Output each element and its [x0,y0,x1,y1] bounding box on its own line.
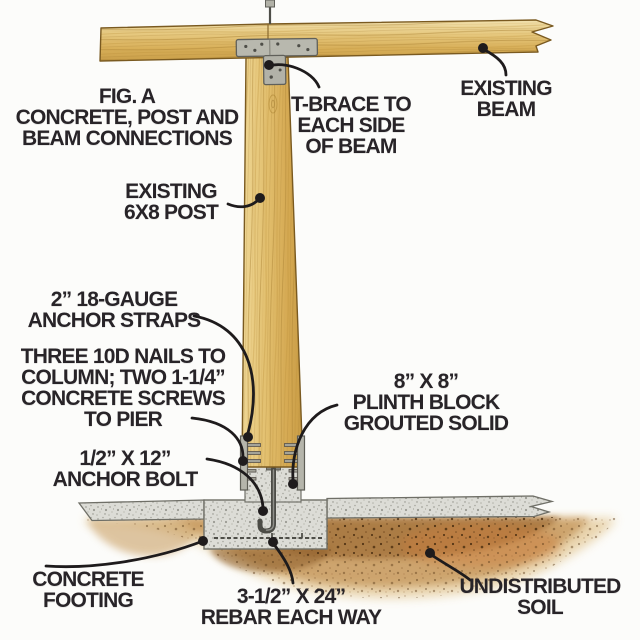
leader-soil [428,552,472,582]
label-anchor-straps: 2” 18-GAUGE ANCHOR STRAPS [27,288,202,332]
leader-nails-screws [190,416,245,459]
label-rebar: 3-1/2” X 24” REBAR EACH WAY [200,585,382,629]
concrete-slab-left [77,499,205,522]
existing-beam [99,19,554,62]
label-existing-beam: EXISTING BEAM [460,77,552,121]
label-plinth-block: 8” X 8” PLINTH BLOCK GROUTED SOLID [343,370,509,435]
figure-title: FIG. A CONCRETE, POST AND BEAM CONNECTIO… [15,85,240,150]
leader-anchor-bolt [205,457,265,509]
leader-rebar [271,541,295,585]
label-concrete-footing: CONCRETE FOOTING [32,568,144,612]
leader-dots [198,43,488,558]
leader-concrete-footing [44,539,205,569]
leader-plinth-block [291,403,339,482]
leader-existing-post [226,198,260,209]
label-anchor-bolt: 1/2” X 12” ANCHOR BOLT [52,447,199,491]
leader-anchor-straps [192,314,255,435]
beam-joint-rod [265,0,275,24]
t-brace-plate [235,37,319,86]
label-soil: UNDISTRIBUTED SOIL [459,575,621,619]
label-t-brace: T-BRACE TO EACH SIDE OF BEAM [291,93,412,158]
t-brace-screws [244,42,310,79]
label-nails-screws: THREE 10D NAILS TO COLUMN; TWO 1-1/4” CO… [20,345,226,431]
concrete-slab-right [326,495,555,519]
label-existing-post: EXISTING 6X8 POST [124,180,219,224]
